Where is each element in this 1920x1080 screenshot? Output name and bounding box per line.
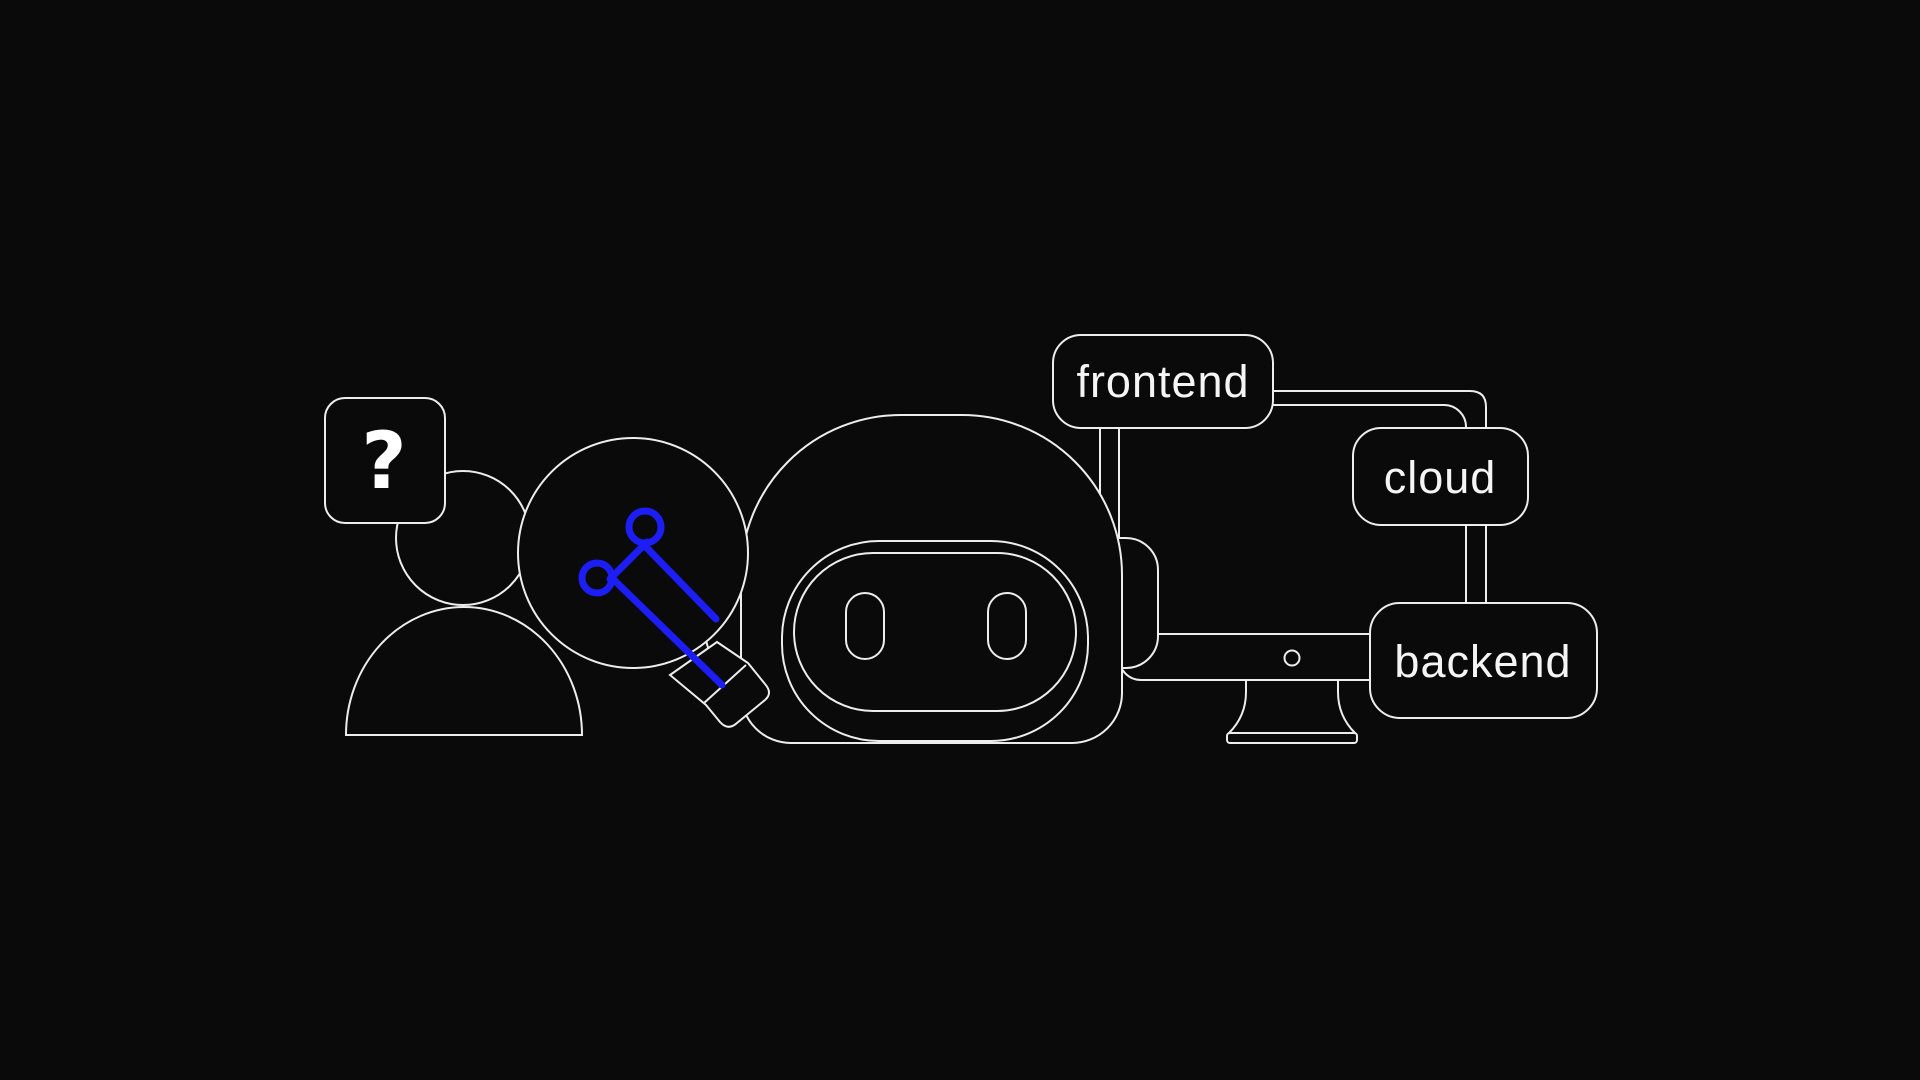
monitor-stand-base [1226, 732, 1358, 744]
monitor-stand [1226, 679, 1358, 734]
question-badge: ? [324, 397, 446, 524]
connector-frontend-backend [1265, 390, 1487, 605]
frontend-text: frontend [1076, 356, 1249, 407]
cloud-text: cloud [1384, 452, 1497, 503]
lightbulb-icon [517, 437, 770, 728]
filament-lead-right [641, 542, 720, 623]
filament-loop-top [625, 507, 665, 547]
question-box [324, 397, 446, 524]
question-mark: ? [361, 417, 406, 507]
cloud-label: cloud [1352, 427, 1529, 526]
backend-box [1369, 602, 1598, 719]
filament-link [606, 538, 651, 583]
robot-visor-inner [793, 552, 1077, 712]
filament-loop-bottom [578, 559, 616, 597]
filament-lead-left [608, 574, 726, 689]
bulb-filament [578, 507, 726, 689]
robot-eye-left [845, 592, 885, 660]
frontend-label: frontend [1052, 334, 1274, 429]
backend-text: backend [1394, 636, 1571, 687]
monitor-camera-dot [1283, 649, 1301, 667]
robot-eye-right [987, 592, 1027, 660]
person-body [344, 606, 584, 736]
backend-label: backend [1369, 602, 1598, 719]
frontend-box [1052, 334, 1274, 429]
cloud-box [1352, 427, 1529, 526]
